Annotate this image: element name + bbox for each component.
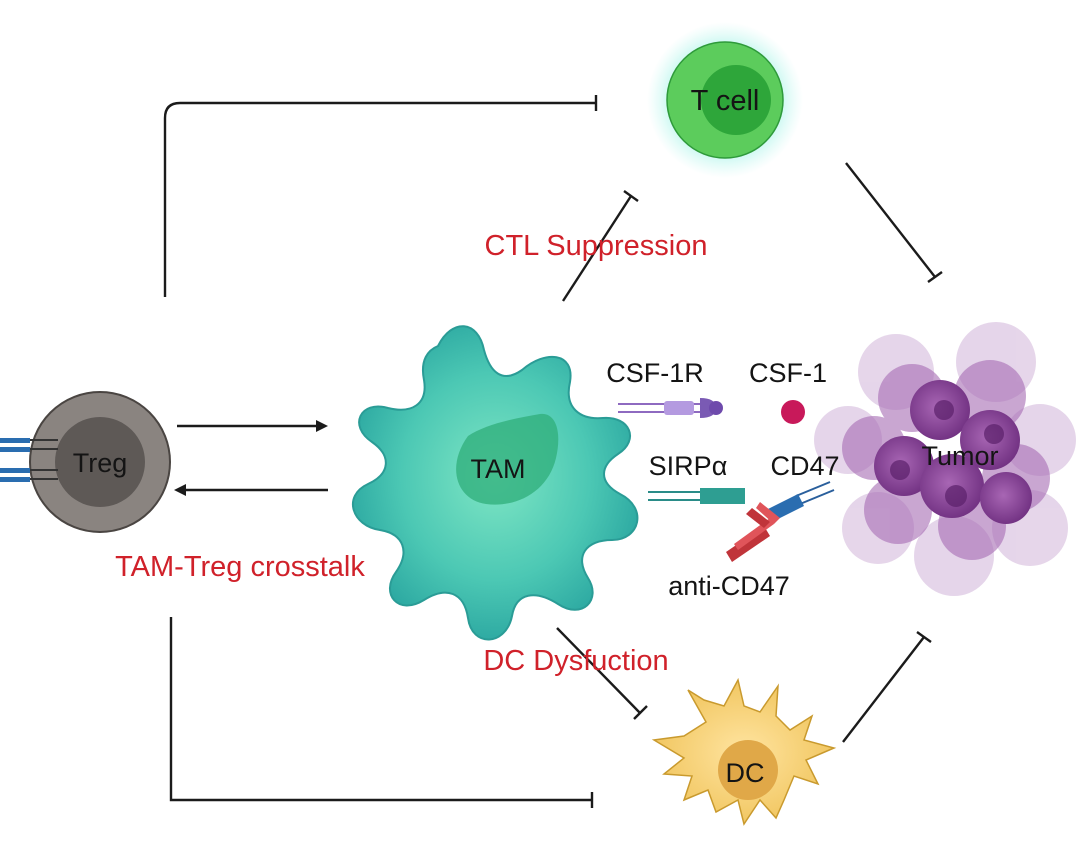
dc-dysfunction-annotation: DC Dysfuction: [483, 645, 668, 677]
sirpa-label: SIRPα: [649, 451, 728, 481]
csf1r-label: CSF-1R: [606, 358, 704, 388]
tam-cell-icon: [351, 325, 639, 641]
t-cell-icon: [647, 22, 803, 178]
tam-label: TAM: [471, 454, 526, 484]
tam-tcell-inhibition-bar: [623, 190, 639, 202]
csf1r-receptor-icon: [618, 398, 723, 418]
anti-cd47-antibody-icon: [726, 502, 780, 562]
tam-to-treg-arrowhead: [174, 484, 186, 496]
tumor-cell-icon: [814, 322, 1076, 596]
t-cell-label: T cell: [691, 85, 760, 117]
tam-tcell-inhibition-line: [561, 195, 633, 302]
tcell-tumor-inhibition-bar: [927, 271, 943, 283]
treg-cell-icon: [0, 391, 171, 533]
treg-tcell-inhibition-line: [163, 101, 596, 297]
tam-treg-crosstalk-annotation: TAM-Treg crosstalk: [115, 551, 365, 583]
treg-dc-inhibition-line: [169, 617, 592, 802]
anti-cd47-label: anti-CD47: [668, 571, 790, 601]
csf1-ligand-icon: [781, 400, 805, 424]
dc-tumor-inhibition-bar: [916, 631, 932, 643]
treg-to-tam-arrowhead: [316, 420, 328, 432]
dendritic-cell-icon: [651, 677, 837, 826]
tumor-label: Tumor: [921, 441, 998, 471]
connector-lines: [163, 95, 943, 808]
ctl-suppression-annotation: CTL Suppression: [485, 230, 708, 262]
cd47-label: CD47: [770, 451, 839, 481]
csf1-label: CSF-1: [749, 358, 827, 388]
treg-receptor-icon: [0, 438, 58, 482]
tam-dc-inhibition-line: [556, 627, 641, 714]
dc-tumor-inhibition-line: [842, 636, 925, 743]
tcell-tumor-inhibition-line: [845, 162, 936, 278]
dc-label: DC: [726, 758, 765, 788]
sirpa-receptor-icon: [648, 488, 745, 504]
treg-label: Treg: [73, 448, 128, 478]
tam-dc-inhibition-bar: [633, 705, 648, 720]
